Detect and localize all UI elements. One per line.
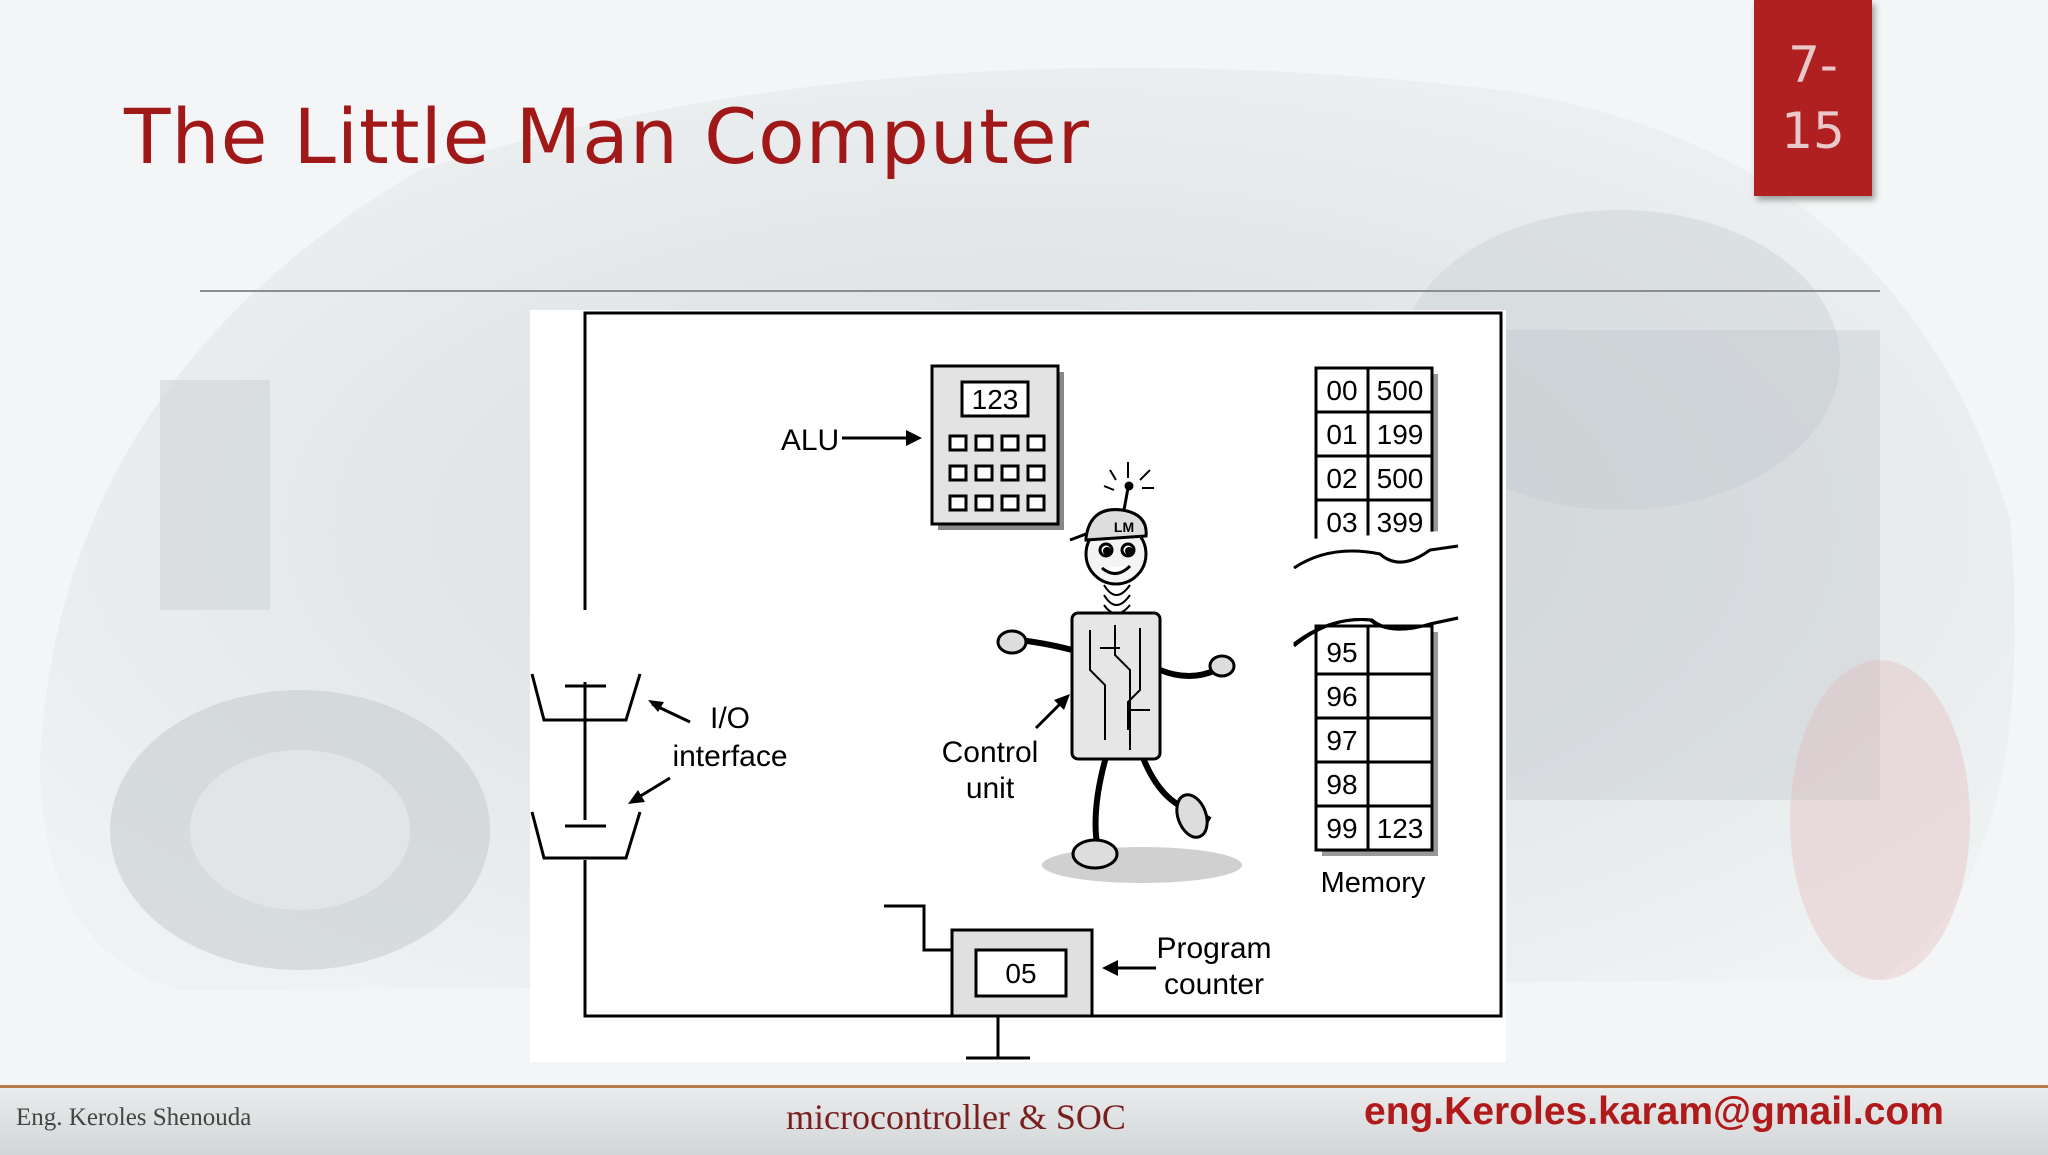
memory-address: 95 [1326, 637, 1357, 668]
title-divider [200, 290, 1880, 292]
slide-number-line2: 15 [1781, 102, 1845, 160]
io-label-line2: interface [672, 740, 787, 773]
memory-address: 02 [1326, 463, 1357, 494]
program-counter [884, 904, 1094, 1060]
slide-number-line1: 7- [1788, 36, 1838, 94]
io-label-line1: I/O [710, 702, 750, 735]
memory-value: 123 [1377, 813, 1424, 844]
memory-top-block [1293, 366, 1459, 570]
memory-address: 03 [1326, 507, 1357, 538]
footer-bar [0, 1085, 2048, 1155]
io-inbox-tray [530, 673, 642, 722]
memory-value: 500 [1377, 463, 1424, 494]
alu-arrow [842, 430, 922, 446]
control-unit-label-line2: unit [966, 772, 1015, 805]
memory-cells: 00 500 01 199 02 500 03 399 95 96 97 98 99 123 [1326, 375, 1423, 844]
program-counter-arrow [1102, 960, 1156, 976]
io-outbox-tray [530, 811, 642, 860]
footer-author: Eng. Keroles Shenouda [16, 1104, 252, 1131]
memory-address: 99 [1326, 813, 1357, 844]
alu-display: 123 [972, 384, 1019, 415]
memory-address: 97 [1326, 725, 1357, 756]
memory-value: 399 [1377, 507, 1424, 538]
lmc-diagram: I/O interface 123 ALU [530, 310, 1506, 1062]
control-unit-arrow [1034, 694, 1070, 730]
slide-number-badge: 7- 15 [1754, 0, 1872, 196]
memory-value: 199 [1377, 419, 1424, 450]
control-unit-label-line1: Control [942, 736, 1039, 769]
memory-value: 500 [1377, 375, 1424, 406]
memory-address: 01 [1326, 419, 1357, 450]
footer-course: microcontroller & SOC [786, 1097, 1126, 1137]
footer-email: eng.Keroles.karam@gmail.com [1364, 1090, 1944, 1133]
alu-calculator [930, 364, 1064, 530]
memory-bottom-block [1290, 590, 1462, 856]
program-counter-label-line1: Program [1156, 932, 1271, 965]
program-counter-label-line2: counter [1164, 968, 1264, 1001]
io-arrows [628, 700, 691, 804]
memory-address: 96 [1326, 681, 1357, 712]
alu-label: ALU [781, 424, 839, 457]
bus-frame [583, 311, 1503, 1018]
little-man-figure [996, 462, 1242, 883]
memory-label: Memory [1321, 867, 1426, 899]
little-man-cap-text: LM [1114, 519, 1134, 535]
slide-title: The Little Man Computer [124, 92, 1090, 181]
program-counter-value: 05 [1005, 958, 1036, 989]
memory-address: 98 [1326, 769, 1357, 800]
memory-address: 00 [1326, 375, 1357, 406]
